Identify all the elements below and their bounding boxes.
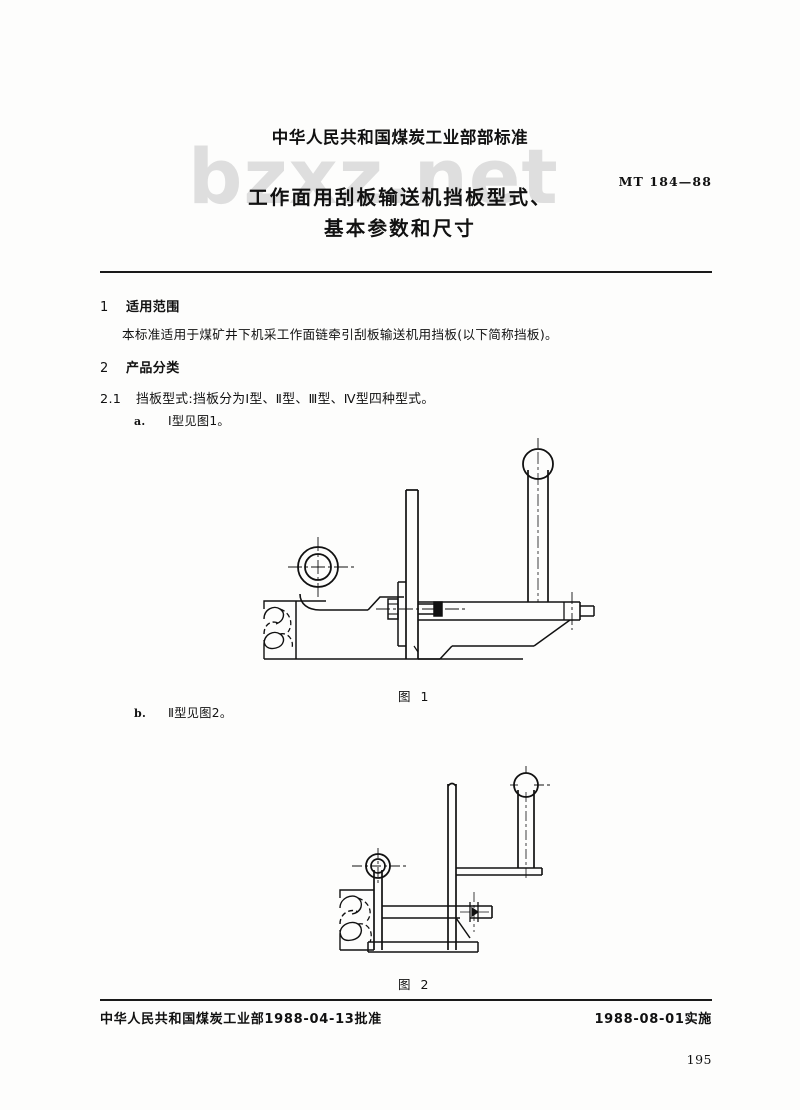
standard-number: MT 184—88 — [618, 174, 712, 189]
section-1-paragraph: 本标准适用于煤矿井下机采工作面链牵引刮板输送机用挡板(以下简称挡板)。 — [122, 327, 558, 342]
clause-2-1-item-b: b. Ⅱ型见图2。 — [134, 703, 232, 721]
item-b-letter: b. — [134, 707, 147, 720]
item-b-text: Ⅱ型见图2。 — [168, 706, 233, 720]
item-a-letter: a. — [134, 415, 146, 428]
clause-2-1: 2.1 挡板型式:挡板分为Ⅰ型、Ⅱ型、Ⅲ型、Ⅳ型四种型式。 — [100, 388, 434, 407]
clause-2-1-number: 2.1 — [100, 392, 122, 407]
figure-2-drawing — [320, 762, 590, 970]
section-2-number: 2 — [100, 361, 109, 376]
section-2-title: 产品分类 — [126, 361, 180, 376]
section-1-number: 1 — [100, 300, 109, 315]
figure-1-geometry — [263, 438, 595, 660]
figure-1-drawing — [228, 434, 648, 679]
figure-1-caption: 图 1 — [398, 689, 432, 704]
section-1-title: 适用范围 — [126, 300, 180, 315]
issuing-organization-line: 中华人民共和国煤炭工业部部标准 — [271, 128, 529, 147]
section-1-heading: 1 适用范围 — [100, 296, 180, 315]
document-title-line-2: 基本参数和尺寸 — [324, 217, 476, 240]
clause-2-1-text: 挡板型式:挡板分为Ⅰ型、Ⅱ型、Ⅲ型、Ⅳ型四种型式。 — [136, 392, 435, 407]
footer-implementation-text: 1988-08-01实施 — [594, 1012, 712, 1027]
footer-divider-rule — [100, 999, 712, 1001]
document-title-line-1: 工作面用刮板输送机挡板型式、 — [248, 186, 552, 209]
footer-approval-text: 中华人民共和国煤炭工业部1988-04-13批准 — [100, 1012, 382, 1027]
figure-2-caption: 图 2 — [398, 977, 432, 992]
document-title: 工作面用刮板输送机挡板型式、 基本参数和尺寸 — [0, 182, 800, 244]
clause-2-1-item-a: a. Ⅰ型见图1。 — [134, 411, 230, 429]
section-2-heading: 2 产品分类 — [100, 357, 180, 376]
page-number: 195 — [686, 1052, 712, 1067]
header-divider-rule — [100, 271, 712, 273]
item-a-text: Ⅰ型见图1。 — [168, 414, 230, 428]
figure-2-geometry — [339, 766, 552, 953]
